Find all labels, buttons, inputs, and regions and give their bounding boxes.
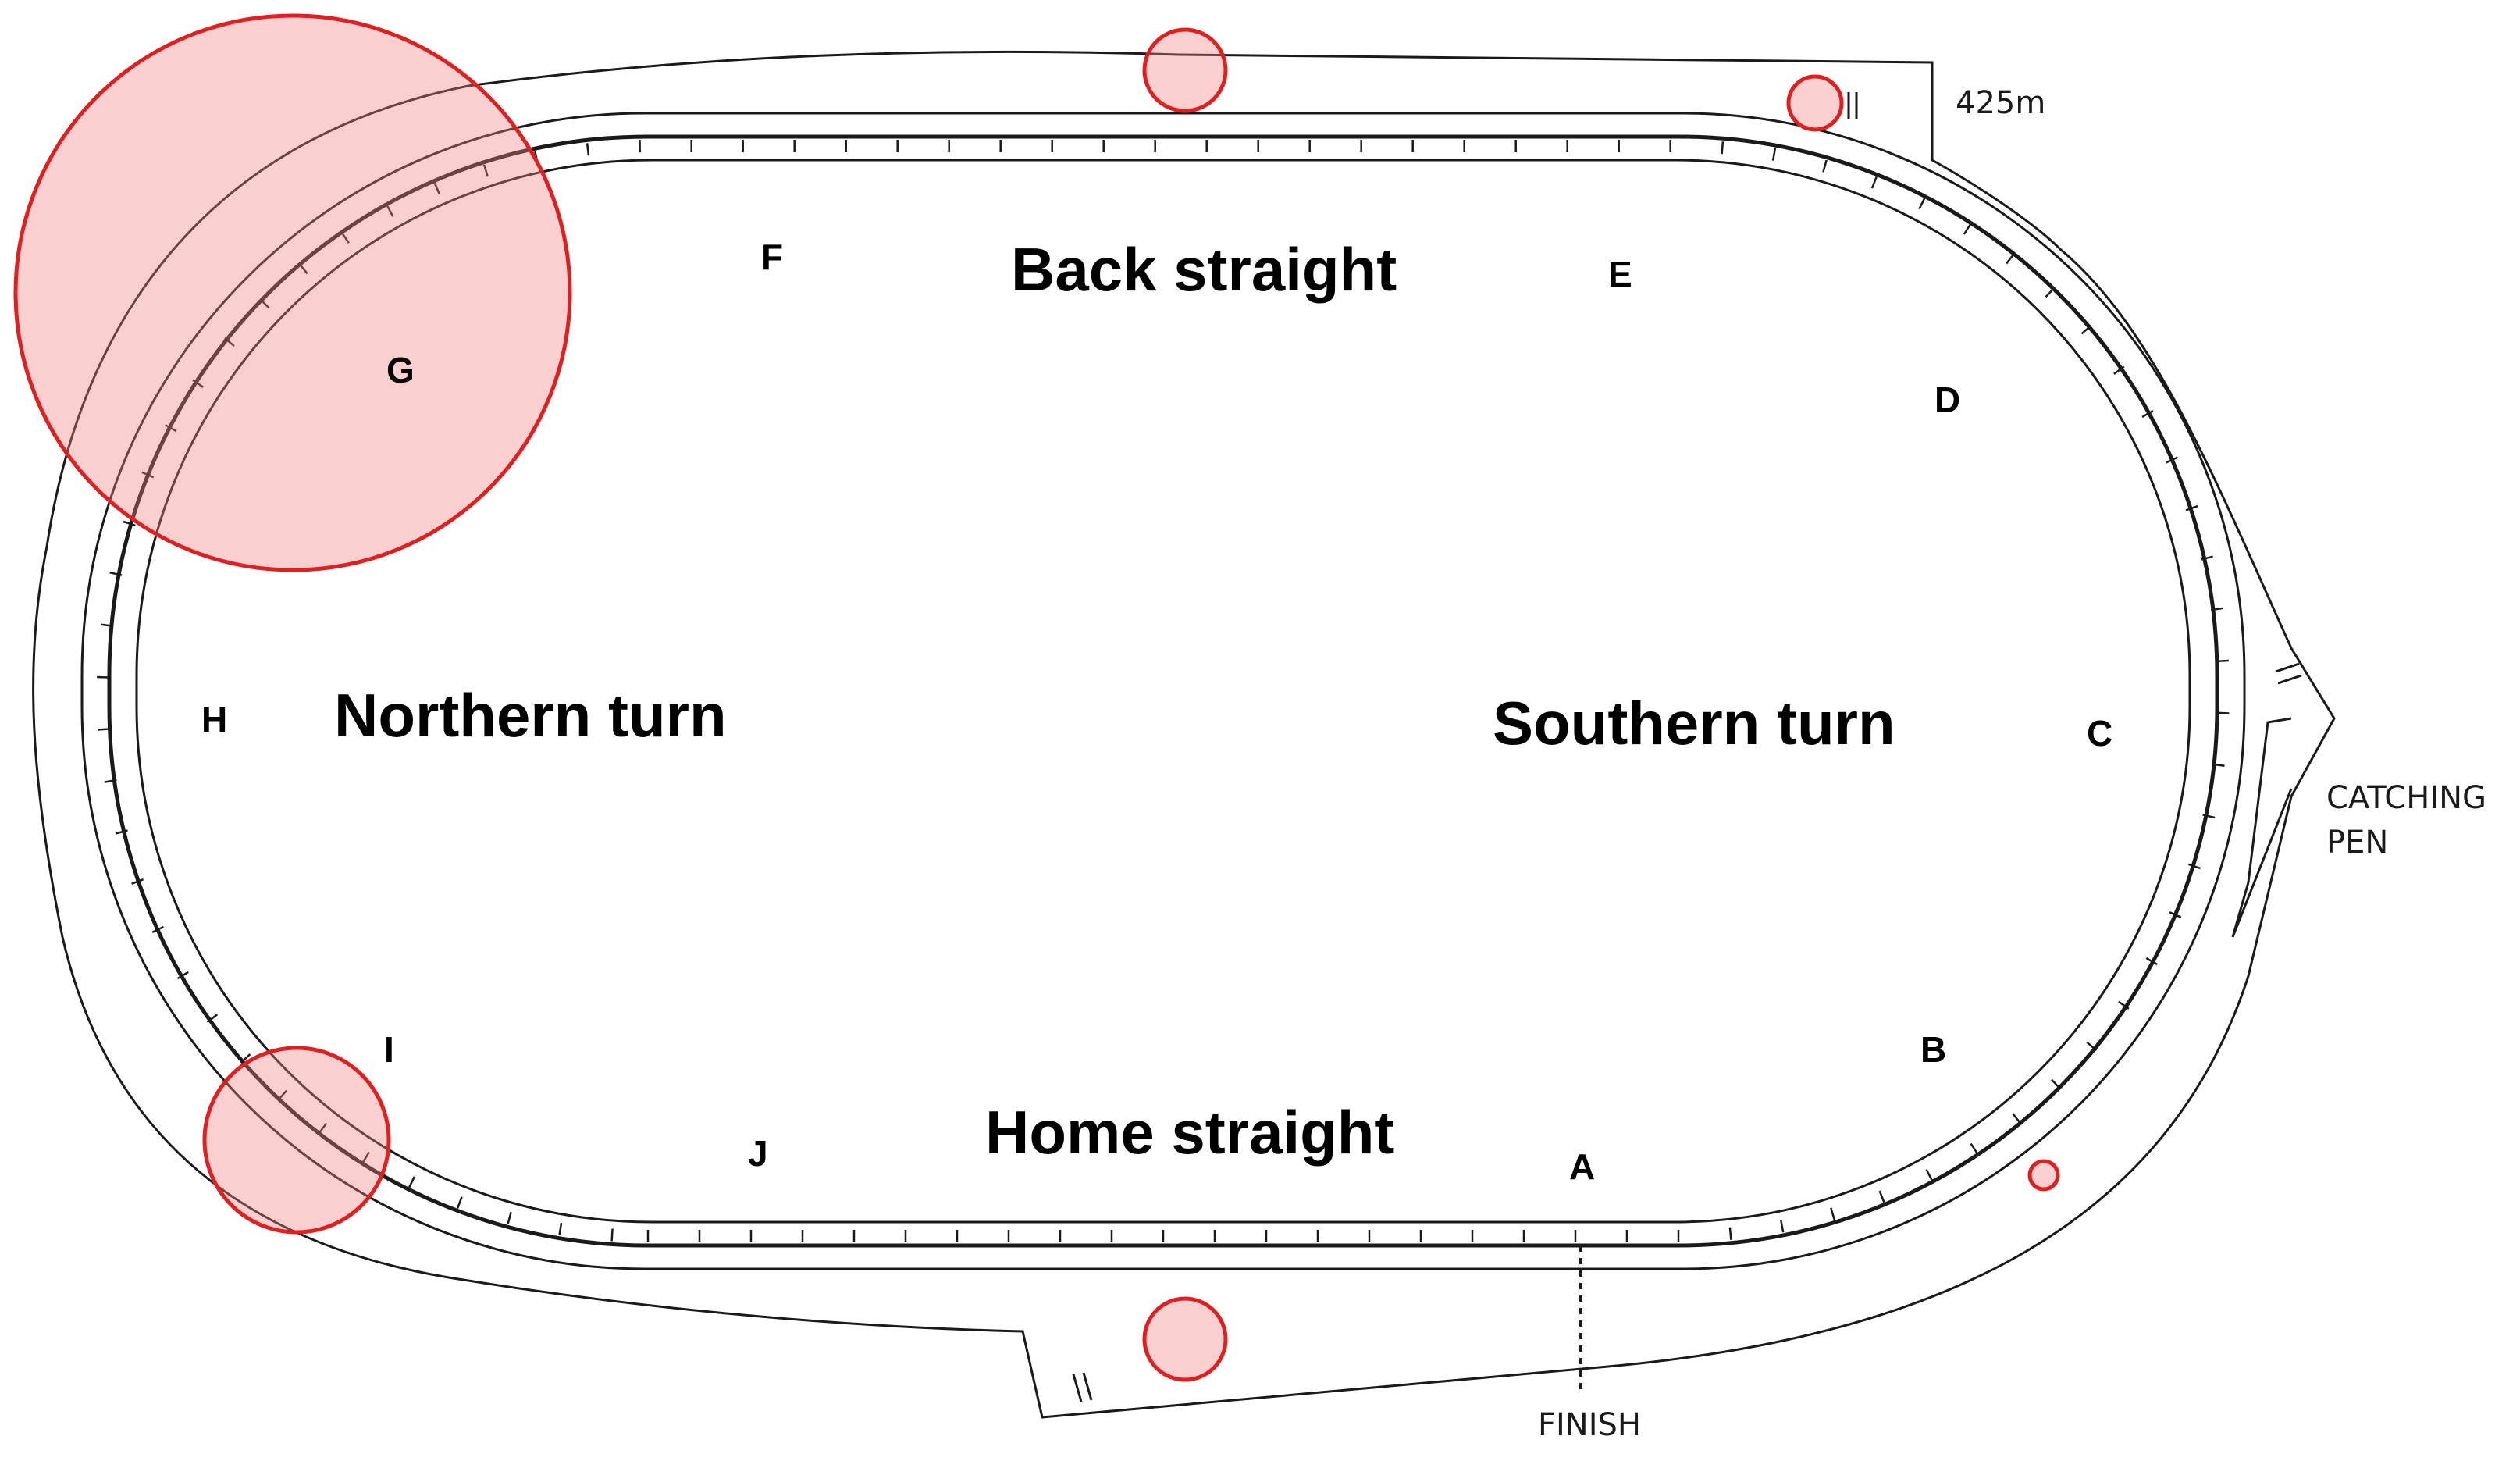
rail-tick [240, 1053, 251, 1064]
hotspot-circle-home-straight [1142, 1296, 1228, 1382]
rail-tick [2216, 711, 2230, 714]
rail-tick [433, 182, 441, 195]
rail-tick [558, 1222, 563, 1236]
rail-tick [361, 1151, 370, 1163]
rail-tick [2086, 1041, 2098, 1052]
rail-tick [109, 571, 123, 576]
hotspot-circle-near-b [2027, 1159, 2060, 1192]
rail-tick [408, 1176, 416, 1188]
rail-tick [141, 471, 155, 479]
rail-tick [586, 143, 590, 156]
rail-tick [2200, 555, 2213, 561]
hotspot-circle-back-straight [1142, 27, 1228, 113]
rail-tick [131, 878, 144, 885]
distance-label: 425m [1956, 85, 2045, 121]
rail-tick [104, 779, 117, 783]
point-label-b: B [1920, 1029, 1946, 1070]
catching-pen-label-line1: CATCHING [2326, 780, 2486, 816]
point-label-g: G [386, 350, 415, 390]
rail-tick [2202, 814, 2216, 819]
rail-tick [2145, 957, 2158, 966]
start-box-mark-top [1847, 92, 1858, 119]
hotspot-circle-turn-g [13, 13, 572, 572]
rail-tick [115, 829, 128, 835]
track-outer-boundary [32, 50, 2336, 1419]
rail-tick [2211, 607, 2224, 611]
catching-pen-chute [2231, 717, 2293, 938]
rail-tick [277, 1089, 288, 1101]
rail-tick [482, 164, 489, 177]
rail-tick [456, 1196, 463, 1209]
infield-line [135, 159, 2191, 1224]
rail-tick [1878, 1190, 1885, 1203]
point-label-f: F [761, 237, 783, 277]
rail-tick [101, 623, 114, 627]
rail-tick [192, 379, 205, 388]
rail-tick [2118, 1000, 2130, 1010]
rail-tick [1771, 148, 1777, 161]
catching-pen-gate [2275, 662, 2302, 685]
label-southern-turn: Southern turn [1493, 689, 1895, 757]
rail-tick [298, 263, 308, 275]
rail-tick [2012, 1113, 2022, 1124]
rail-tick [386, 205, 394, 217]
rail-tick [1721, 141, 1724, 155]
rail-tick [318, 1122, 328, 1135]
rail-tick [206, 1014, 219, 1023]
rail-tick [2045, 287, 2056, 298]
rail-tick [2166, 456, 2178, 464]
label-home-straight: Home straight [985, 1098, 1394, 1167]
rail-tick [123, 520, 136, 527]
point-label-i: I [384, 1029, 394, 1070]
finish-label: FINISH [1538, 1407, 1641, 1443]
point-label-a: A [1569, 1146, 1595, 1187]
rail-tick [1918, 197, 1926, 210]
rail-tick [2080, 324, 2092, 335]
rail-tick [610, 1228, 614, 1242]
rail-tick [2169, 911, 2182, 918]
point-label-h: H [201, 699, 227, 739]
label-back-straight: Back straight [1011, 235, 1397, 304]
rail-tick [1870, 176, 1878, 189]
rail-tick [151, 925, 165, 934]
rail-tick [223, 337, 235, 347]
rail-tick [340, 232, 350, 244]
rail-tick [2051, 1078, 2061, 1090]
hotspot-circle-start-box [1786, 74, 1844, 132]
catching-pen-label-line2: PEN [2326, 825, 2388, 861]
rail-tick [2187, 863, 2201, 870]
rail-tick [97, 675, 110, 679]
point-label-d: D [1934, 380, 1960, 420]
inside-rail [107, 134, 2219, 1248]
label-northern-turn: Northern turn [334, 681, 727, 750]
point-label-c: C [2087, 713, 2112, 754]
point-label-e: E [1608, 254, 1632, 294]
point-label-j: J [748, 1133, 768, 1174]
rail-tick [2212, 763, 2225, 767]
start-box-mark-bottom [1072, 1372, 1093, 1402]
rail-tick [1779, 1220, 1785, 1233]
hotspot-circles [13, 13, 2060, 1382]
rail-tick [2113, 365, 2125, 375]
rail-tick [1970, 1142, 1979, 1155]
rail-tick [1925, 1169, 1934, 1181]
rail-tick [507, 1211, 512, 1225]
rail-tick-marks [97, 140, 2230, 1242]
rail-tick [2185, 504, 2198, 511]
rail-tick [2006, 253, 2015, 265]
rail-tick [2141, 409, 2154, 419]
rail-tick [165, 424, 177, 433]
rail-tick [176, 971, 189, 980]
track-outer-lane [80, 112, 2246, 1270]
hotspot-circle-turn-i [202, 1046, 391, 1235]
rail-tick [259, 298, 270, 309]
rail-tick [1728, 1227, 1732, 1240]
rail-tick [1830, 1207, 1835, 1220]
rail-tick [1963, 223, 1972, 235]
rail-tick [1822, 159, 1828, 173]
